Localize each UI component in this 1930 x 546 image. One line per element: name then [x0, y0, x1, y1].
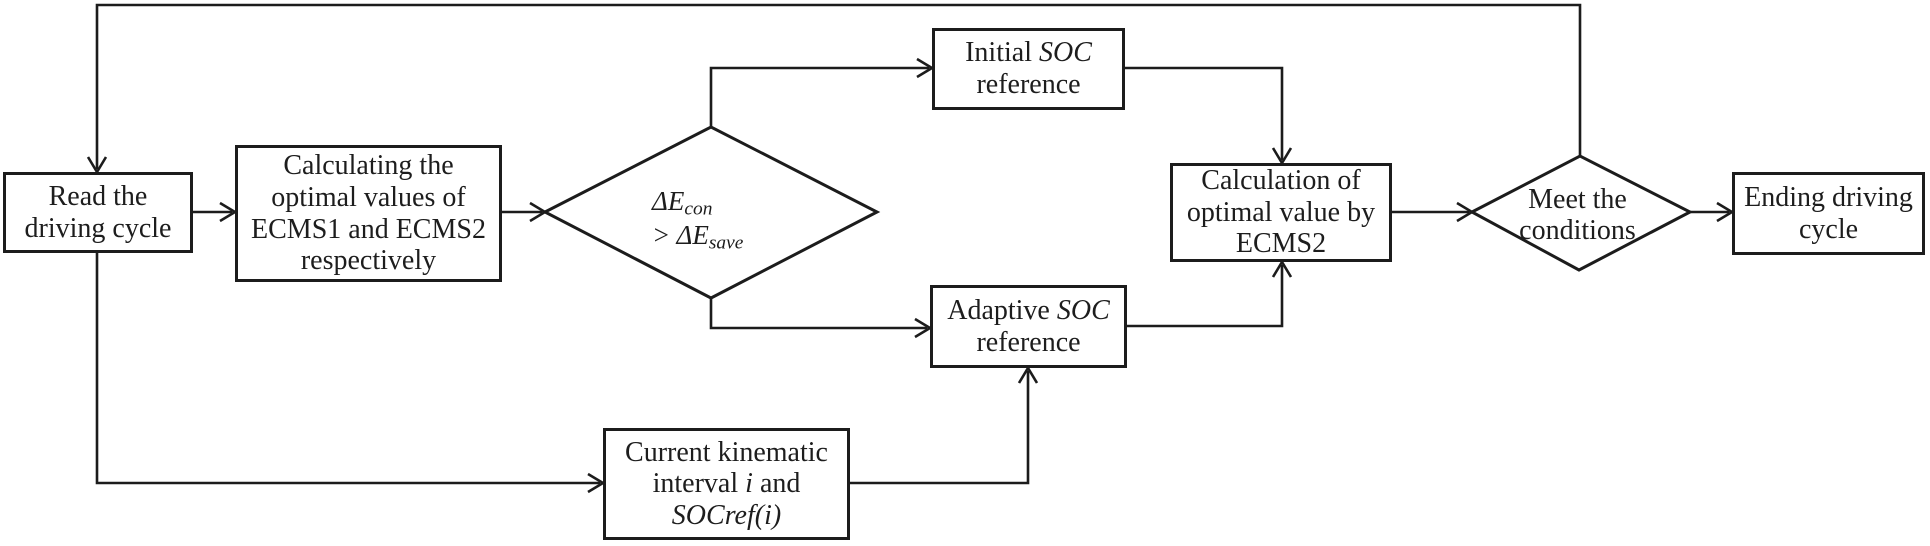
calc-optimal-line3: ECMS1 and ECMS2: [251, 213, 486, 245]
decision-meet-conditions-label: Meet the conditions: [1475, 184, 1680, 247]
node-adaptive-soc-reference: Adaptive SOC reference: [930, 285, 1127, 368]
delta-e-save-sub: save: [708, 232, 744, 254]
meet-line2: conditions: [1519, 215, 1636, 247]
edge-read-to-kinematic: [95, 253, 600, 485]
arrowhead-into-meet-decision: [1456, 201, 1475, 223]
arrowhead-into-delta-decision: [529, 201, 548, 223]
delta-line1: ΔEcon: [652, 186, 802, 220]
kinematic-line3: SOCref(i): [671, 499, 782, 531]
calc-optimal-line2: optimal values of: [271, 181, 466, 213]
kinematic-word-and: and: [752, 468, 801, 500]
calc-optimal-line4: respectively: [300, 245, 437, 277]
node-current-kinematic-interval: Current kinematic interval i and SOCref(…: [603, 428, 850, 540]
ending-line2: cycle: [1798, 213, 1859, 245]
delta-e-save: > ΔE: [652, 220, 709, 251]
initial-soc-italic: SOC: [1038, 37, 1092, 69]
kinematic-line2: interval i and: [653, 468, 801, 500]
calc-ecms2-line1: Calculation of: [1201, 165, 1361, 197]
calc-ecms2-line2: optimal value by: [1186, 196, 1376, 228]
edge-kinematic-to-adaptive: [850, 371, 1030, 485]
decision-diamond-meet-shape: [1468, 154, 1694, 272]
edge-adaptive-soc-to-ecms2: [1123, 265, 1284, 328]
meet-line1: Meet the: [1528, 184, 1627, 215]
kinematic-line1: Current kinematic: [625, 436, 828, 468]
adaptive-soc-line2: reference: [976, 326, 1081, 358]
calc-optimal-line1: Calculating the: [283, 150, 454, 182]
connector-lines: [95, 3, 1729, 485]
arrowhead-into-adaptive-bottom: [1017, 365, 1039, 384]
edge-feedback-loop: [95, 3, 1582, 169]
delta-e-con: ΔE: [652, 186, 685, 216]
node-calculating-optimal-values: Calculating the optimal values of ECMS1 …: [235, 145, 502, 282]
node-read-driving-cycle: Read the driving cycle: [3, 172, 193, 253]
edge-decision-to-initial-soc: [709, 66, 929, 127]
initial-soc-line1: Initial SOC: [965, 37, 1092, 69]
kinematic-word-interval: interval: [652, 468, 746, 500]
decision-diamond-delta-e-shape: [541, 125, 881, 300]
adaptive-soc-line1: Adaptive SOC: [947, 295, 1110, 327]
node-ending-driving-cycle: Ending driving cycle: [1732, 172, 1925, 255]
node-initial-soc-reference: Initial SOC reference: [932, 28, 1125, 110]
arrowhead-into-ecms2-bottom: [1271, 259, 1293, 278]
edge-decision-to-adaptive-soc: [709, 298, 927, 330]
decision-shapes: [541, 125, 1694, 300]
adaptive-soc-word: Adaptive: [947, 294, 1057, 326]
kinematic-var-i: i: [745, 468, 753, 500]
ending-line1: Ending driving: [1744, 181, 1913, 213]
delta-line2: > ΔEsave: [652, 220, 802, 254]
read-cycle-line1: Read the: [48, 180, 148, 212]
initial-soc-word: Initial: [965, 37, 1039, 69]
calc-ecms2-line3: ECMS2: [1235, 228, 1327, 260]
read-cycle-line2: driving cycle: [24, 212, 172, 244]
decision-delta-e-label: ΔEcon > ΔEsave: [652, 186, 802, 255]
node-calculation-ecms2: Calculation of optimal value by ECMS2: [1170, 163, 1392, 262]
delta-e-con-sub: con: [684, 198, 713, 220]
adaptive-soc-italic: SOC: [1056, 294, 1110, 326]
initial-soc-line2: reference: [976, 69, 1081, 100]
edge-initial-soc-to-ecms2: [1125, 66, 1284, 160]
